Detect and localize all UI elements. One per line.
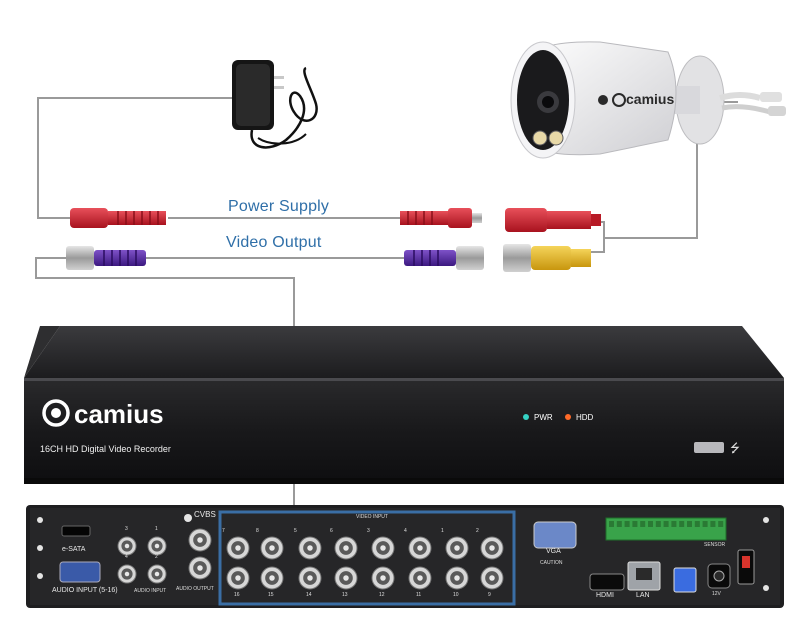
- caution-label: CAUTION: [540, 560, 563, 566]
- video-port-number: 15: [268, 592, 274, 598]
- hdmi-label: HDMI: [596, 592, 614, 599]
- video-input-port: [408, 566, 432, 590]
- terminal-pin: [687, 521, 692, 527]
- bullet-camera: [510, 41, 786, 159]
- video-port-number: 3: [367, 528, 370, 534]
- terminal-pin: [648, 521, 653, 527]
- video-input-port: [260, 536, 284, 560]
- video-port-number: 1: [441, 528, 444, 534]
- video-input-highlight: [218, 510, 516, 606]
- power-adapter: [232, 60, 318, 149]
- bnc-connector-left: [66, 246, 146, 270]
- terminal-pin: [710, 521, 716, 527]
- power-input-label: 12V: [712, 591, 721, 597]
- video-input-port: [480, 536, 504, 560]
- terminal-pin: [640, 521, 646, 527]
- video-input-port: [298, 566, 322, 590]
- video-port-number: 16: [234, 592, 240, 598]
- video-input-label: VIDEO INPUT: [356, 514, 388, 520]
- usb-icon: ⭍: [730, 441, 740, 455]
- audio-input-label: AUDIO INPUT: [134, 588, 167, 594]
- sensor-label: SENSOR: [704, 542, 726, 548]
- video-port-number: 13: [342, 592, 348, 598]
- video-port-number: 14: [306, 592, 312, 598]
- dvr-front: [24, 326, 784, 484]
- vga-label: VGA: [546, 548, 561, 555]
- video-input-port: [445, 536, 469, 560]
- video-input-port: [371, 566, 395, 590]
- video-input-port: [445, 566, 469, 590]
- lan-label: LAN: [636, 592, 650, 599]
- dc-female-connector-left: [70, 208, 166, 228]
- audio-port-number: 2: [155, 554, 158, 560]
- video-port-number: 2: [476, 528, 479, 534]
- terminal-pin: [616, 521, 622, 527]
- audio-port-number: 3: [125, 526, 128, 532]
- video-input-port: [334, 566, 358, 590]
- audio-port-number: 1: [155, 526, 158, 532]
- terminal-pin: [718, 521, 724, 527]
- cvbs-port: [188, 528, 212, 552]
- terminal-pin: [679, 521, 685, 527]
- power-wire-left: [37, 97, 235, 219]
- camera-brand: camius: [626, 91, 675, 107]
- video-port-number: 10: [453, 592, 459, 598]
- esata-label: e-SATA: [62, 546, 86, 553]
- video-input-port: [480, 566, 504, 590]
- video-port-number: 12: [379, 592, 385, 598]
- video-output-label: Video Output: [226, 234, 322, 251]
- terminal-pin: [632, 521, 638, 527]
- dvr-model: 16CH HD Digital Video Recorder: [40, 444, 171, 454]
- audio-input-port: [117, 564, 137, 584]
- camera-wire-2: [590, 238, 605, 253]
- terminal-pin: [694, 521, 700, 527]
- camera-bnc-connector: [503, 244, 591, 272]
- audio-input-port: [117, 536, 137, 556]
- video-port-number: 6: [330, 528, 333, 534]
- terminal-pin: [609, 521, 614, 527]
- camera-dc-connector: [505, 208, 601, 232]
- wires: [35, 97, 738, 505]
- power-supply-label: Power Supply: [228, 198, 330, 215]
- audio-output-label: AUDIO OUTPUT: [176, 586, 214, 592]
- video-input-port: [226, 566, 250, 590]
- video-port-number: 11: [416, 592, 422, 598]
- pwr-led-label: PWR: [534, 413, 553, 422]
- audio-output-port: [188, 556, 212, 580]
- video-input-port: [334, 536, 358, 560]
- dvr-brand: camius: [74, 399, 164, 429]
- cvbs-label: CVBS: [194, 510, 216, 519]
- bnc-connector-right: [404, 246, 484, 270]
- video-input-port: [408, 536, 432, 560]
- terminal-pin: [702, 521, 708, 527]
- camera-logo-icon: [612, 93, 626, 107]
- video-port-number: 8: [256, 528, 259, 534]
- dc-male-connector-right: [400, 208, 482, 228]
- terminal-pin: [624, 521, 630, 527]
- video-input-port: [226, 536, 250, 560]
- video-port-number: 4: [404, 528, 407, 534]
- video-port-number: 7: [222, 528, 225, 534]
- video-port-number: 9: [488, 592, 491, 598]
- audio-input-title: AUDIO INPUT (5-16): [52, 587, 118, 594]
- dvr-rear-panel: [26, 505, 784, 608]
- video-port-number: 5: [294, 528, 297, 534]
- audio-input-port: [147, 536, 167, 556]
- audio-port-number: 4: [125, 554, 128, 560]
- terminal-pin: [671, 521, 677, 527]
- hdd-led-label: HDD: [576, 413, 594, 422]
- terminal-pin: [655, 521, 661, 527]
- video-input-port: [298, 536, 322, 560]
- video-input-port: [371, 536, 395, 560]
- audio-input-port: [147, 564, 167, 584]
- terminal-pin: [663, 521, 669, 527]
- video-input-port: [260, 566, 284, 590]
